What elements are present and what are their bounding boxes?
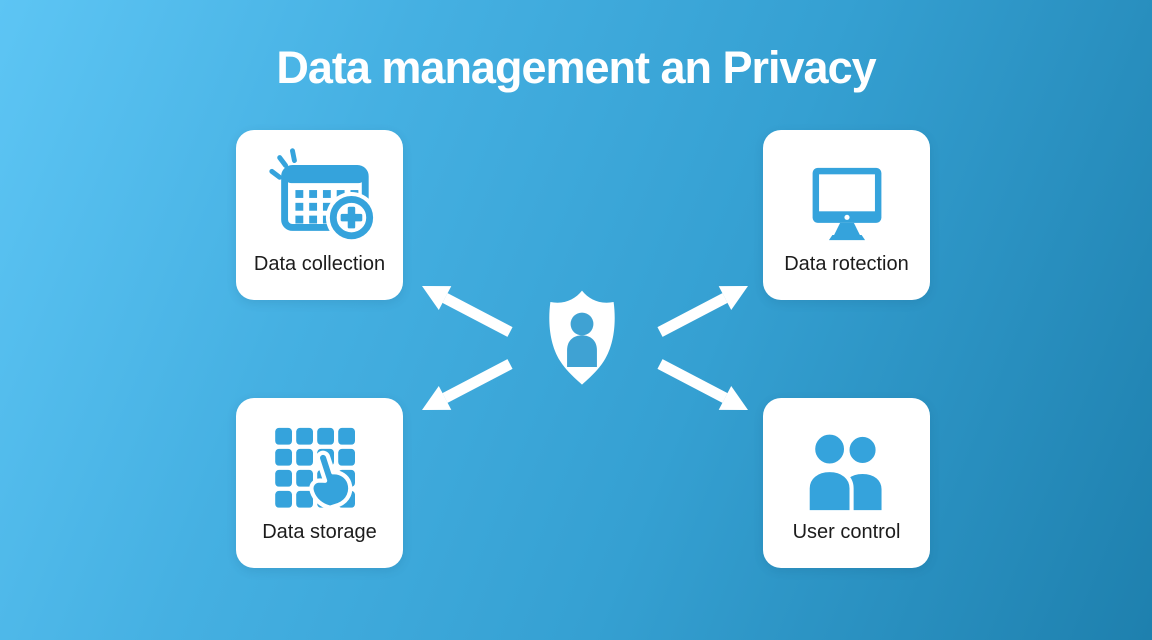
page-title: Data management an Privacy [276, 42, 876, 93]
shield-user-icon [538, 288, 626, 394]
grid-hand-icon [273, 426, 367, 515]
arrow-to-bottom-left [422, 359, 513, 410]
monitor-icon [804, 164, 890, 249]
card-user-control: User control [763, 398, 930, 568]
calendar-add-icon [261, 144, 379, 249]
card-label: Data storage [262, 521, 377, 543]
card-label: User control [792, 521, 901, 543]
card-data-collection: Data collection [236, 130, 403, 300]
card-data-protection: Data rotection [763, 130, 930, 300]
card-data-storage: Data storage [236, 398, 403, 568]
card-label: Data rotection [784, 253, 909, 275]
arrows-layer [400, 262, 770, 439]
arrow-to-bottom-right [657, 359, 748, 410]
arrow-to-top-left [422, 286, 513, 337]
arrow-to-top-right [657, 286, 748, 337]
card-label: Data collection [253, 253, 386, 275]
people-icon [792, 428, 902, 519]
